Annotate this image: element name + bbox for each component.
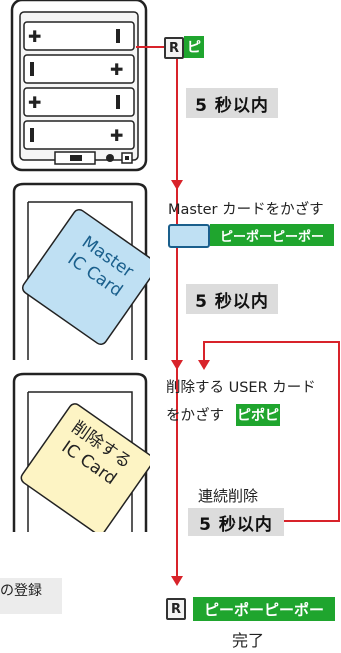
done-label: 完了 — [232, 631, 265, 650]
step3-instruction-line1: 削除する USER カード — [166, 380, 316, 396]
flow-line-main — [176, 46, 178, 576]
beep-badge-2: ピーポーピーポー — [210, 224, 334, 246]
reader-user-illustration — [10, 372, 154, 536]
svg-text:✚: ✚ — [110, 60, 123, 79]
repeat-label: 連続削除 — [198, 487, 259, 505]
left-panel: の登録 — [0, 578, 62, 614]
svg-text:✚: ✚ — [110, 126, 123, 145]
battery-compartment-illustration: ✚ ✚ ✚ ✚ — [10, 0, 148, 175]
reader-master-drawing — [12, 182, 159, 360]
reader-user-drawing — [12, 372, 154, 536]
timer-text-3: 5 秒以内 — [199, 514, 273, 535]
beep-text-3: ピポピ — [237, 408, 279, 424]
step3-instruction-line2: をかざす — [166, 408, 224, 424]
timer-box-2: 5 秒以内 — [186, 284, 278, 314]
r-button-label: R — [168, 40, 179, 56]
r-button-icon: R — [164, 37, 184, 59]
r-button-icon-final: R — [166, 598, 186, 620]
svg-text:✚: ✚ — [28, 27, 41, 46]
left-panel-text: の登録 — [0, 583, 42, 599]
timer-box-3: 5 秒以内 — [188, 508, 284, 536]
timer-box-1: 5 秒以内 — [186, 88, 278, 118]
timer-text-2: 5 秒以内 — [195, 291, 269, 312]
step2-instruction: Master カードをかざす — [168, 202, 324, 218]
loop-arrow — [198, 360, 210, 370]
loop-line-left — [203, 341, 205, 361]
r-button-label-final: R — [170, 601, 181, 617]
flow-arrow-2 — [171, 360, 183, 370]
flow-arrow-1 — [171, 180, 183, 190]
card-icon — [168, 224, 210, 248]
reader-master-illustration — [10, 182, 159, 360]
timer-text-1: 5 秒以内 — [195, 95, 269, 116]
svg-text:✚: ✚ — [28, 93, 41, 112]
beep-text-2: ピーポーピーポー — [219, 229, 324, 245]
flow-line-top — [136, 46, 178, 48]
loop-line-bottom — [284, 520, 340, 522]
battery-compartment-drawing: ✚ ✚ ✚ ✚ — [10, 0, 148, 172]
beep-badge-1: ピ — [184, 36, 204, 58]
beep-text-1: ピ — [187, 40, 201, 56]
beep-badge-3: ピポピ — [236, 404, 280, 426]
loop-line-right — [338, 341, 340, 521]
beep-text-final: ピーポーピーポー — [203, 600, 324, 619]
beep-badge-final: ピーポーピーポー — [193, 597, 335, 621]
loop-line-top — [204, 341, 340, 343]
flow-arrow-final — [171, 576, 183, 586]
